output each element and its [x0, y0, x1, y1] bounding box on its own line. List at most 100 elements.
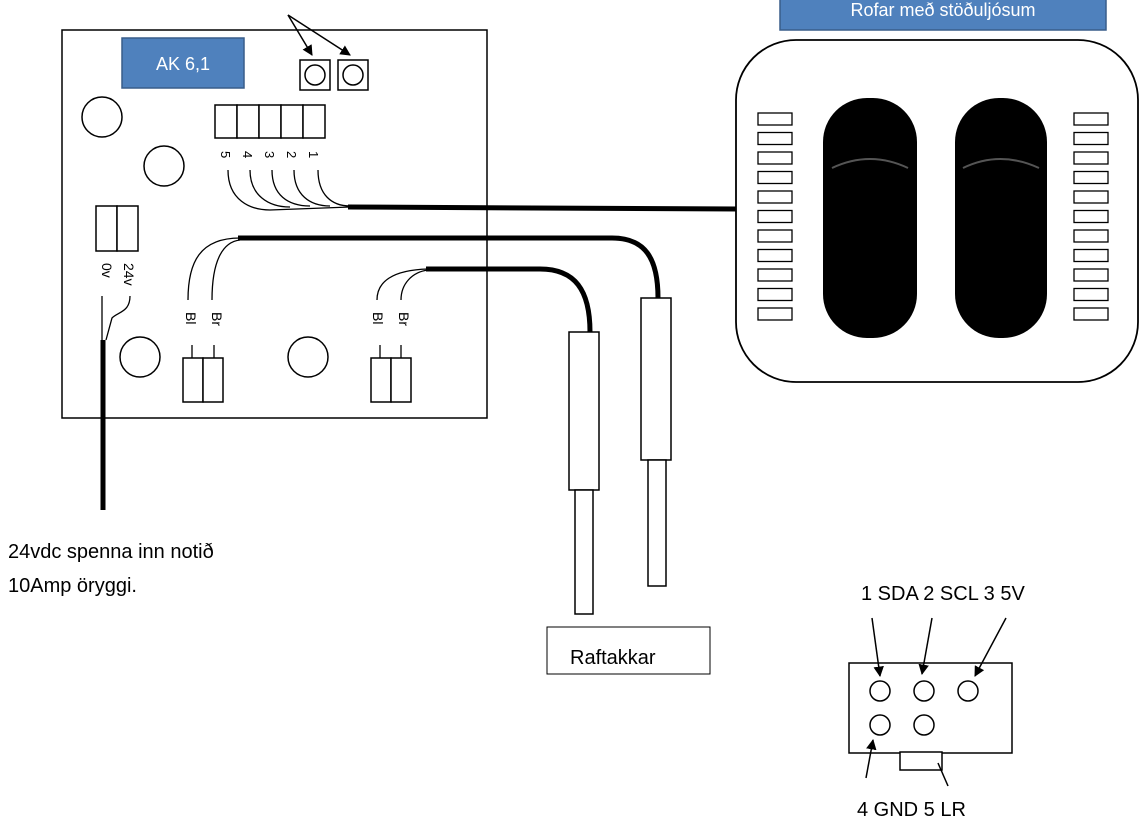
- pin-label-5: 5: [218, 151, 233, 158]
- status-led-slot-left-8: [757, 248, 793, 263]
- led-2-icon: [342, 64, 364, 86]
- board-label-text: AK 6,1: [156, 54, 210, 74]
- header-wires: [227, 169, 351, 211]
- sensor-left-wire-br: [211, 239, 241, 301]
- power-wire-24v: [105, 295, 131, 341]
- status-led-slot-right-4: [1073, 170, 1109, 185]
- arrow-to-pin-3: [974, 617, 1007, 677]
- sensor-connector-left: Bl Br: [182, 312, 225, 403]
- status-leds: [287, 14, 369, 91]
- connector-pin-4: [869, 714, 891, 736]
- status-led-slot-right-7: [1073, 229, 1109, 243]
- sensor-left-pin-bl: Bl: [183, 312, 199, 324]
- probe-left-tip: [574, 489, 594, 615]
- status-led-slot-left-4: [757, 170, 793, 185]
- status-led-slot-right-1: [1073, 112, 1109, 126]
- sensor-left-terminal-bl: [182, 357, 204, 403]
- header-pin-5: [214, 104, 238, 139]
- arrow-to-pin-4: [865, 738, 877, 779]
- sensor-wires: [187, 237, 429, 301]
- board-label-box: [121, 37, 245, 89]
- status-led-slot-right-2: [1073, 131, 1109, 146]
- power-label-0v: 0v: [99, 263, 115, 278]
- sensor-probe-left: [568, 331, 600, 615]
- arrow-to-pin-2: [918, 617, 933, 676]
- status-led-column-left: [757, 112, 793, 321]
- power-terminal-0v: [95, 205, 118, 252]
- probe-right-body: [640, 297, 672, 461]
- probe-left-body: [568, 331, 600, 491]
- status-led-slot-left-7: [757, 229, 793, 243]
- status-led-slot-right-11: [1073, 307, 1109, 321]
- sensor-right-pin-br: Br: [396, 312, 412, 326]
- status-led-slot-right-5: [1073, 190, 1109, 204]
- connector-key-notch: [899, 751, 943, 771]
- wire-pin-3: [271, 169, 311, 207]
- sensor-cable-left: [238, 235, 661, 299]
- wire-pin-5: [227, 169, 351, 211]
- arrow-to-pin-1: [871, 617, 884, 678]
- wire-pin-2: [293, 169, 331, 207]
- sensor-right-terminal-bl: [370, 357, 392, 403]
- status-led-slot-left-3: [757, 151, 793, 165]
- rocker-switch-right: [955, 98, 1047, 338]
- status-led-slot-left-9: [757, 268, 793, 282]
- pin-label-4: 4: [240, 151, 255, 158]
- pin-label-2: 2: [284, 151, 299, 158]
- mounting-hole-top-left: [81, 96, 123, 138]
- header-pin-2: [280, 104, 304, 139]
- power-terminal: 0v 24v: [95, 205, 139, 286]
- power-terminal-24v: [116, 205, 139, 252]
- led-arrow-left: [287, 14, 313, 56]
- switch-panel: Rofar með stöðuljósum: [735, 0, 1139, 383]
- status-led-slot-left-5: [757, 190, 793, 204]
- pin-label-1: 1: [306, 151, 321, 158]
- wire-pin-4: [249, 169, 291, 208]
- header-pin-4: [236, 104, 260, 139]
- connector-pin-3: [957, 680, 979, 702]
- connector-pin-1: [869, 680, 891, 702]
- status-led-slot-left-10: [757, 287, 793, 302]
- mounting-hole-bottom-left: [119, 336, 161, 378]
- board-label: AK 6,1: [121, 37, 245, 89]
- probe-right-tip: [647, 459, 667, 587]
- mounting-hole-bottom-mid: [287, 336, 329, 378]
- sensor-probe-right: [640, 297, 672, 587]
- connector-top-label: 1 SDA 2 SCL 3 5V: [861, 583, 1025, 605]
- sensor-left-wire-bl: [187, 237, 241, 301]
- rocker-switch-left: [823, 98, 917, 338]
- status-led-slot-right-10: [1073, 287, 1109, 302]
- sensor-right-wire-bl: [376, 268, 429, 301]
- connector-pinout: 1 SDA 2 SCL 3 5V 4 GND 5 LR: [848, 583, 1025, 821]
- sensor-right-wire-br: [400, 269, 429, 301]
- connector-pin-2: [913, 680, 935, 702]
- power-note-line1: 24vdc spenna inn notið: [8, 541, 214, 563]
- header-pin-1: [302, 104, 326, 139]
- five-pin-header: 5 4 3 2 1: [214, 104, 326, 158]
- status-led-slot-left-11: [757, 307, 793, 321]
- status-led-slot-right-8: [1073, 248, 1109, 263]
- sensor-right-terminal-br: [390, 357, 412, 403]
- status-led-slot-left-2: [757, 131, 793, 146]
- connector-bottom-label: 4 GND 5 LR: [857, 799, 966, 821]
- power-note-line2: 10Amp öryggi.: [8, 575, 137, 597]
- rocker-right-body: [955, 98, 1047, 338]
- led-1-icon: [304, 64, 326, 86]
- sensor-connector-right: Bl Br: [370, 312, 412, 403]
- connector-pin-5: [913, 714, 935, 736]
- power-label-24v: 24v: [121, 263, 137, 286]
- switch-panel-title: Rofar með stöðuljósum: [850, 0, 1035, 20]
- rocker-left-body: [823, 98, 917, 338]
- pin-label-3: 3: [262, 151, 277, 158]
- status-led-slot-right-3: [1073, 151, 1109, 165]
- sensors-label-box: [546, 626, 711, 675]
- connector-body: [848, 662, 1013, 754]
- sensor-left-terminal-br: [202, 357, 224, 403]
- switch-panel-title-box: [779, 0, 1107, 31]
- arrow-to-key-notch: [937, 762, 949, 787]
- header-pin-3: [258, 104, 282, 139]
- status-led-column-right: [1073, 112, 1109, 321]
- status-led-slot-left-1: [757, 112, 793, 126]
- sensor-cable-right: [426, 266, 593, 333]
